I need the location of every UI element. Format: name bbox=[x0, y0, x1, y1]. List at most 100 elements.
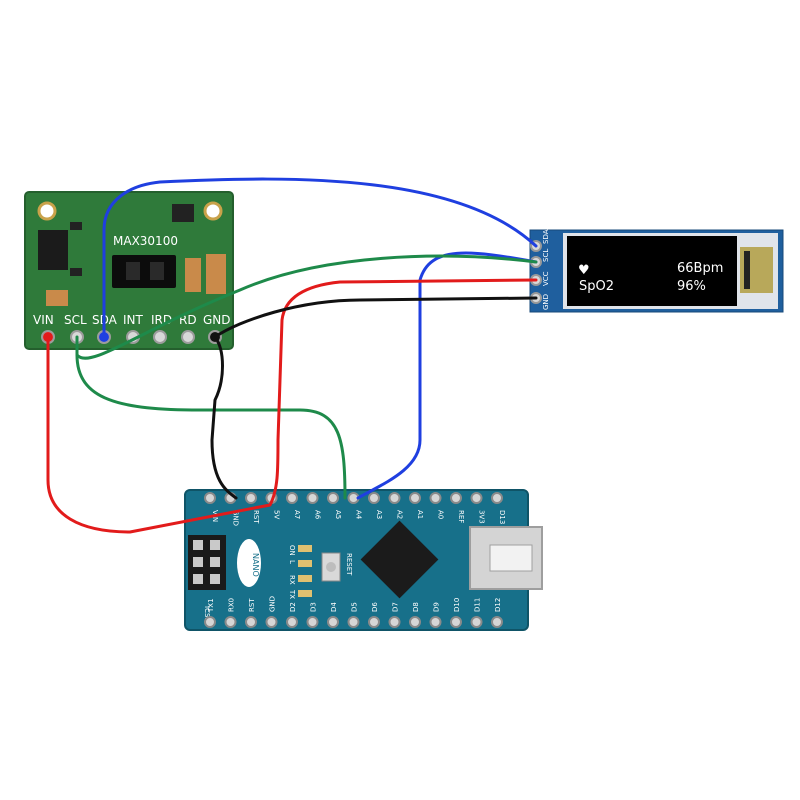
nano-pin-label: D8 bbox=[412, 602, 420, 612]
wire-vcc bbox=[46, 278, 538, 534]
nano-pin-pad bbox=[286, 616, 298, 628]
oled-pin-label: VCC bbox=[542, 271, 550, 286]
sensor-pin-label: SCL bbox=[64, 313, 87, 327]
nano-pin-label: D2 bbox=[289, 602, 297, 612]
nano-pin-pad bbox=[286, 492, 298, 504]
icsp-label: ICSP bbox=[203, 606, 211, 622]
led-label: TX bbox=[288, 589, 296, 599]
nano-pin-label: RX0 bbox=[228, 598, 236, 612]
wires bbox=[43, 177, 538, 534]
led-label: ON bbox=[288, 545, 296, 556]
nano-pin-label: 5V bbox=[273, 510, 281, 519]
nano-pin-label: D6 bbox=[371, 602, 379, 612]
sensor-window bbox=[112, 255, 176, 288]
oled-bpm: 66Bpm bbox=[677, 261, 723, 276]
nano-pin-label: D13 bbox=[498, 510, 506, 524]
nano-pin-pad bbox=[491, 616, 503, 628]
mounting-hole bbox=[37, 201, 57, 221]
nano-pin-label: D7 bbox=[392, 602, 400, 612]
nano-pin-label: A4 bbox=[355, 510, 363, 520]
nano-pin-label: TX1 bbox=[207, 598, 215, 613]
nano-pin-label: D3 bbox=[310, 602, 318, 612]
nano-pin-pad bbox=[245, 492, 257, 504]
nano-pin-label: A0 bbox=[437, 510, 445, 519]
sensor-led bbox=[126, 262, 140, 280]
nano-pin-pad bbox=[470, 492, 483, 504]
heart-icon: ♥ bbox=[578, 263, 590, 278]
mcu-chip bbox=[360, 520, 439, 599]
sensor-pin-label: GND bbox=[203, 313, 231, 327]
nano-pin-pad bbox=[388, 616, 401, 628]
led-label: L bbox=[288, 560, 296, 564]
smd-part bbox=[70, 222, 82, 230]
nano-pin-label: D11 bbox=[474, 598, 482, 612]
oled-screen bbox=[567, 236, 737, 306]
oled-pin-pads bbox=[530, 240, 542, 304]
wire-scl-to-nano bbox=[75, 353, 347, 500]
nano-pin-label: A2 bbox=[396, 510, 404, 519]
wire-gnd bbox=[210, 335, 238, 500]
nano-pin-label: D9 bbox=[433, 602, 441, 612]
oled-spo2-label: SpO2 bbox=[579, 279, 614, 294]
nano-pin-pad bbox=[368, 492, 380, 504]
nano-pin-pad bbox=[265, 616, 278, 628]
smd-part bbox=[70, 268, 82, 276]
nano-pin-label: REF bbox=[457, 510, 465, 523]
nano-pin-pad bbox=[388, 492, 401, 504]
nano-pin-pad bbox=[327, 616, 339, 628]
nano-pin-pad bbox=[327, 492, 339, 504]
capacitor bbox=[206, 254, 226, 294]
sensor-pin-label: INT bbox=[123, 313, 144, 327]
nano-pin-pad bbox=[204, 616, 216, 628]
nano-pin-label: RST bbox=[248, 598, 256, 612]
nano-pin-label: RST bbox=[252, 510, 260, 524]
led-label: RX bbox=[288, 575, 296, 585]
nano-pin-label: 3V3 bbox=[478, 510, 486, 524]
nano-pin-label: D12 bbox=[494, 598, 502, 612]
wire-gnd-to-oled bbox=[213, 296, 538, 339]
nano-pin-pad bbox=[470, 616, 483, 628]
nano-pin-label: A1 bbox=[416, 510, 424, 519]
mounting-hole bbox=[203, 201, 223, 221]
nano-pin-label: GND bbox=[269, 596, 277, 612]
nano-pin-pad bbox=[245, 616, 257, 628]
nano-pin-label: A7 bbox=[293, 510, 301, 519]
status-leds bbox=[298, 545, 312, 597]
nano-pin-label: D5 bbox=[351, 602, 359, 612]
smd-part bbox=[172, 204, 194, 222]
nano-pin-pad bbox=[368, 616, 380, 628]
nano-pin-pad bbox=[306, 616, 319, 628]
reset-label: RESET bbox=[345, 553, 353, 576]
sensor-photodiode bbox=[150, 262, 164, 280]
regulator-chip bbox=[38, 230, 68, 270]
nano-pin-pad bbox=[409, 492, 421, 504]
usb-port[interactable] bbox=[489, 544, 533, 572]
nano-pin-pad bbox=[429, 492, 442, 504]
nano-pin-pad bbox=[491, 492, 503, 504]
nano-pin-label: D10 bbox=[453, 598, 461, 612]
nano-pin-pad bbox=[306, 492, 319, 504]
oled-pin-label: SDA bbox=[542, 229, 550, 244]
oled-spo2-value: 96% bbox=[677, 279, 706, 294]
nano-badge bbox=[237, 539, 261, 587]
nano-pin-pad bbox=[224, 616, 237, 628]
nano-pin-pad bbox=[204, 492, 216, 504]
icsp-pins bbox=[193, 540, 220, 584]
nano-pin-pad bbox=[347, 616, 360, 628]
sensor-pin-label: VIN bbox=[33, 313, 54, 327]
oled-pin-label: SCL bbox=[542, 249, 550, 262]
nano-pin-label: D4 bbox=[330, 602, 338, 612]
nano-pin-pad bbox=[409, 616, 421, 628]
nano-bottom-pin-row: TX1 RX0 RST GND D2 D3 D4 D5 D6 D7 D8 D9 D10 D11 D12 bbox=[204, 596, 503, 628]
max30100-board: MAX30100 VIN SCL SDA INT IRD RD GND bbox=[24, 191, 234, 350]
nano-pin-pad bbox=[429, 616, 442, 628]
nano-pin-label: A3 bbox=[375, 510, 383, 519]
wire-sda bbox=[102, 177, 538, 339]
capacitor bbox=[185, 258, 201, 292]
reset-button-cap[interactable] bbox=[326, 562, 336, 572]
sensor-name: MAX30100 bbox=[113, 234, 178, 248]
wire-scl bbox=[75, 254, 538, 360]
